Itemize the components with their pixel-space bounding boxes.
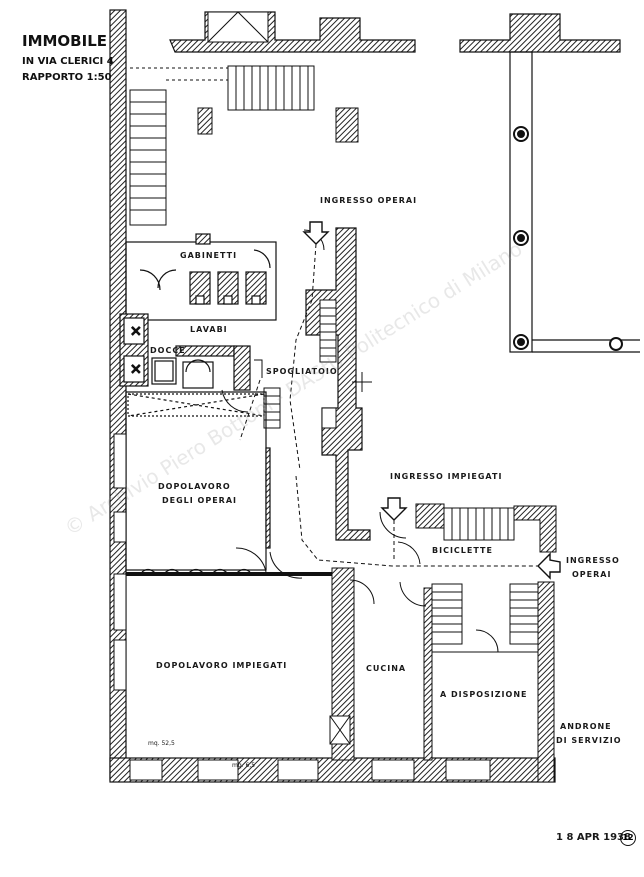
label-ingresso-operai-top: INGRESSO OPERAI [320,196,418,205]
columns [513,126,623,351]
label-dopolavoro-impiegati: DOPOLAVORO IMPIEGATI [156,661,288,670]
date-stamp: 1 8 APR 1938 [556,832,631,843]
sheet-number-badge: 12 [620,830,636,846]
partition-cucina-right [423,587,433,761]
note-area-a: mq. 52,5 [148,740,175,747]
note-area-b: mq. 6,5 [232,762,256,769]
title-line-1: IMMOBILE [22,32,108,50]
partition-top-lower [126,572,332,576]
label-androne-2: DI SERVIZIO [556,736,622,745]
label-lavabi: LAVABI [190,325,228,334]
title-line-2: IN VIA CLERICI 4 [22,56,114,67]
lower-stairs [431,507,539,653]
svg-text:✕: ✕ [130,362,142,378]
left-wall-radiators [113,433,127,691]
biciclette-wall [415,503,557,553]
label-biciclette: BICICLETTE [432,546,493,555]
entrance-arrows [302,221,561,580]
top-building-wall [169,11,416,53]
pillar-top [335,107,359,143]
bottom-windows [129,759,491,781]
label-dopolavoro-operai-2: DEGLI OPERAI [162,496,237,505]
label-gabinetti: GABINETTI [180,251,238,260]
label-dopolavoro-operai-1: DOPOLAVORO [158,482,231,491]
label-ingresso-operai-right-2: OPERAI [572,570,612,579]
right-colonnade [509,51,640,353]
top-staircase [227,65,315,111]
skylight [207,11,269,43]
docce-block: ✕ ✕ [119,313,251,391]
circulation-paths [239,243,540,567]
svg-text:✕: ✕ [130,324,142,340]
label-ingresso-impiegati: INGRESSO IMPIEGATI [390,472,503,481]
gabinetti-block [125,233,277,321]
label-cucina: CUCINA [366,664,407,673]
label-a-disposizione: A DISPOSIZIONE [440,690,528,699]
dopolavoro-operai-room [125,391,271,571]
top-right-wall [459,13,621,53]
partition-androne [537,581,555,783]
label-spogliatoio: SPOGLIATOIO [266,367,338,376]
label-ingresso-operai-right-1: INGRESSO [566,556,620,565]
label-androne-1: ANDRONE [560,722,612,731]
spogliatoio-lockers [263,299,337,429]
ramp-steps [129,89,167,226]
ramp-dashed [130,67,228,81]
central-spine-wall [305,227,371,541]
title-line-3: RAPPORTO 1:50 [22,72,112,83]
partition-cucina-left [331,567,355,761]
pillar-left [197,107,213,135]
label-docce: DOCCE [150,346,186,355]
